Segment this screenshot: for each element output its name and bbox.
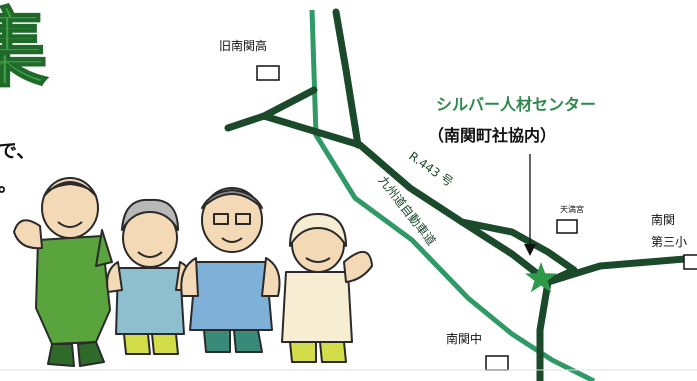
daisan-label: 南関 bbox=[651, 212, 675, 227]
road-north-branch bbox=[332, 8, 362, 149]
elderly-people-illustration bbox=[13, 177, 373, 367]
caption-line-2: 。 bbox=[0, 174, 17, 196]
daisan-marker bbox=[683, 254, 697, 270]
road-west-branch bbox=[224, 86, 318, 132]
person-man-green bbox=[13, 177, 113, 367]
person-woman-scarf bbox=[281, 213, 373, 363]
old-high-school-marker bbox=[256, 65, 280, 81]
route-443-label: R.443 号 bbox=[406, 149, 455, 189]
nankan-jr-marker bbox=[485, 355, 509, 371]
old-high-school-label: 旧南関高 bbox=[219, 38, 267, 53]
expressway-road bbox=[309, 9, 596, 381]
headline-char: 集 bbox=[0, 0, 48, 99]
tenmangu-label: 天満宮 bbox=[560, 204, 584, 214]
location-star-icon bbox=[525, 262, 557, 293]
road-network bbox=[224, 8, 697, 381]
road-south bbox=[536, 278, 552, 381]
tenmangu-marker bbox=[556, 219, 578, 234]
person-man-glasses bbox=[180, 187, 281, 353]
caption-line-1: で、 bbox=[0, 140, 35, 162]
nankan-jr-label: 南関中 bbox=[446, 331, 482, 346]
silver-center-label: シルバー人材センター bbox=[436, 95, 596, 114]
silver-center-sublabel: （南関町社協内） bbox=[428, 126, 556, 145]
daisan2-label: 第三小 bbox=[651, 235, 687, 249]
road-triangle bbox=[458, 218, 578, 286]
person-woman-blue bbox=[106, 198, 193, 355]
road-diagonal bbox=[260, 112, 552, 286]
pointer-arrowhead bbox=[524, 244, 536, 256]
